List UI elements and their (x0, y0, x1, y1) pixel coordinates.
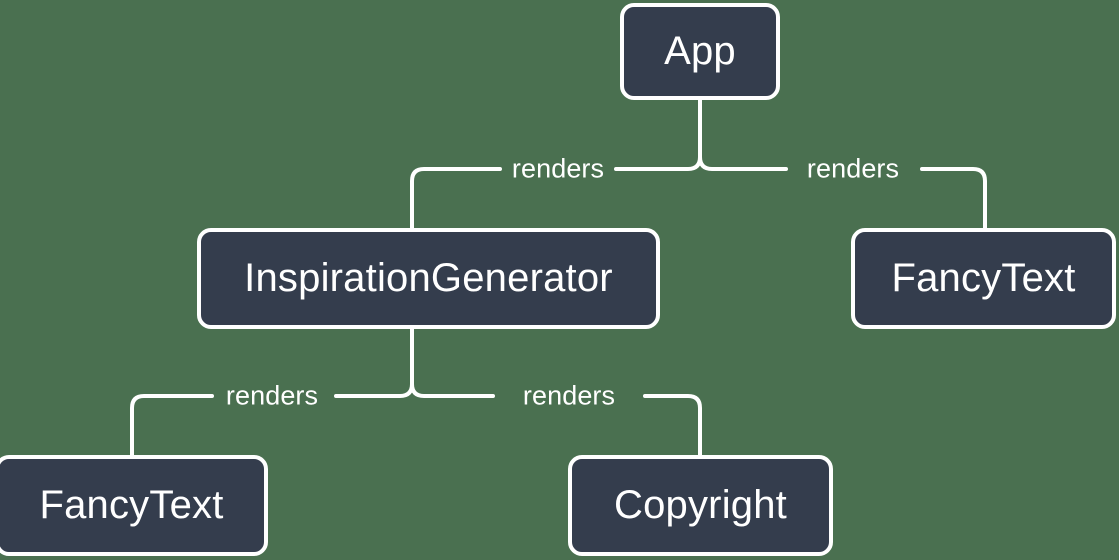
node-copyright[interactable]: Copyright (568, 455, 833, 556)
node-fancytext-right[interactable]: FancyText (851, 228, 1116, 329)
edge-label-inspiration-generator-to-fancytext-left: renders (225, 380, 319, 411)
edge-inspiration-generator-to-copyright (410, 382, 702, 457)
node-app[interactable]: App (620, 3, 780, 100)
node-inspiration-generator[interactable]: InspirationGenerator (197, 228, 660, 329)
edge-label-app-to-inspiration-generator: renders (511, 153, 605, 184)
edge-label-inspiration-generator-to-copyright: renders (522, 380, 616, 411)
node-fancytext-left[interactable]: FancyText (0, 455, 268, 556)
edge-label-app-to-fancytext-right: renders (806, 153, 900, 184)
edge-app-to-fancytext-right (698, 155, 987, 230)
